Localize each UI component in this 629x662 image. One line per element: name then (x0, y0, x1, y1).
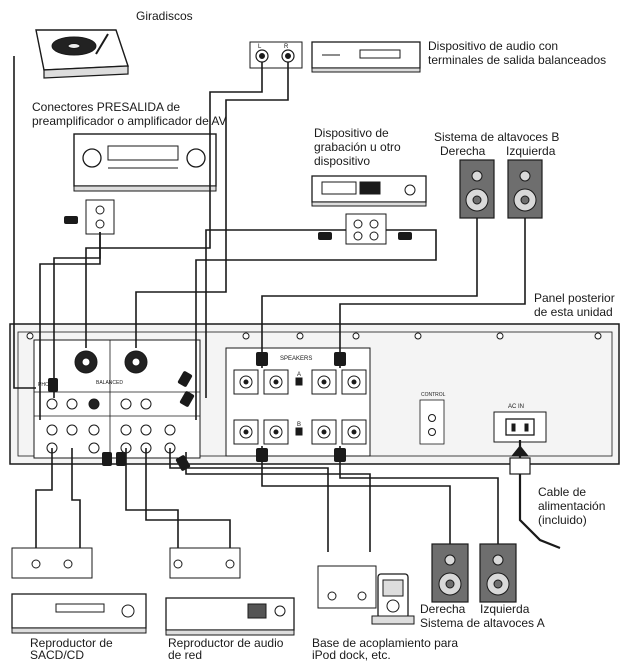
speaker-b-right-icon (459, 159, 495, 219)
preout-label-line1: Conectores PRESALIDA de (32, 100, 181, 114)
speakers-a-title: Sistema de altavoces A (420, 616, 545, 630)
speakers-b-right-label: Derecha (440, 144, 486, 158)
speakers-b-left-label: Izquierda (506, 144, 556, 158)
dock-label-line1: Base de acoplamiento para (312, 636, 459, 650)
recorder-label-line1: Dispositivo de (314, 126, 389, 140)
recorder-label-line2: grabación u otro (314, 140, 401, 154)
power-cable-label-line1: Cable de (538, 485, 587, 499)
balanced-device-label-line2: terminales de salida balanceados (428, 53, 607, 67)
power-plug-icon (509, 445, 531, 475)
panel-speakers-caption: SPEAKERS (280, 356, 312, 362)
speaker-b-left-icon (507, 159, 543, 219)
speakers-b-title: Sistema de altavoces B (434, 130, 560, 144)
balanced-device-label-line1: Dispositivo de audio con (428, 39, 559, 53)
network-player-label-line1: Reproductor de audio (168, 636, 284, 650)
panel-control-caption: CONTROL (421, 392, 446, 398)
turntable-icon (35, 29, 129, 79)
power-cable-label-line3: (incluido) (538, 513, 587, 527)
speakers-a-right-label: Derecha (420, 602, 466, 616)
dock-label-line2: iPod dock, etc. (312, 648, 391, 662)
recorder-label-line3: dispositivo (314, 154, 371, 168)
rear-panel-label-line1: Panel posterior (534, 291, 615, 305)
speaker-a-right-icon (431, 543, 469, 603)
cable-plugs (48, 216, 412, 471)
panel-speaker-b-caption: B (297, 422, 301, 428)
balanced-output-device-icon (311, 41, 421, 73)
panel-ac-in-caption: AC IN (508, 404, 524, 410)
svg-text:R: R (284, 44, 289, 50)
turntable-label: Giradiscos (136, 9, 193, 23)
recorder-jacks-icon (345, 213, 387, 245)
panel-speaker-a-caption: A (297, 372, 301, 378)
recorder-device-icon (311, 175, 427, 207)
preout-jacks-icon (85, 199, 115, 235)
preout-label-line2: preamplificador o amplificador de AV (32, 114, 227, 128)
speaker-a-left-icon (479, 543, 517, 603)
rear-panel-label-line2: de esta unidad (534, 305, 613, 319)
ipod-dock-icon (317, 565, 415, 625)
network-player-icon (165, 547, 295, 636)
panel-phono-caption: PHONO (38, 382, 56, 388)
sacd-player-icon (11, 547, 147, 634)
av-amplifier-icon (73, 133, 217, 192)
sacd-label-line1: Reproductor de (30, 636, 113, 650)
network-player-label-line2: de red (168, 648, 203, 662)
svg-text:L: L (258, 44, 262, 50)
rear-panel (9, 323, 620, 465)
speakers-a-left-label: Izquierda (480, 602, 530, 616)
power-cable-label-line2: alimentación (538, 499, 606, 513)
sacd-label-line2: SACD/CD (30, 648, 85, 662)
balanced-plugs-icon: L R (249, 41, 303, 69)
panel-balanced-caption: BALANCED (96, 380, 123, 386)
